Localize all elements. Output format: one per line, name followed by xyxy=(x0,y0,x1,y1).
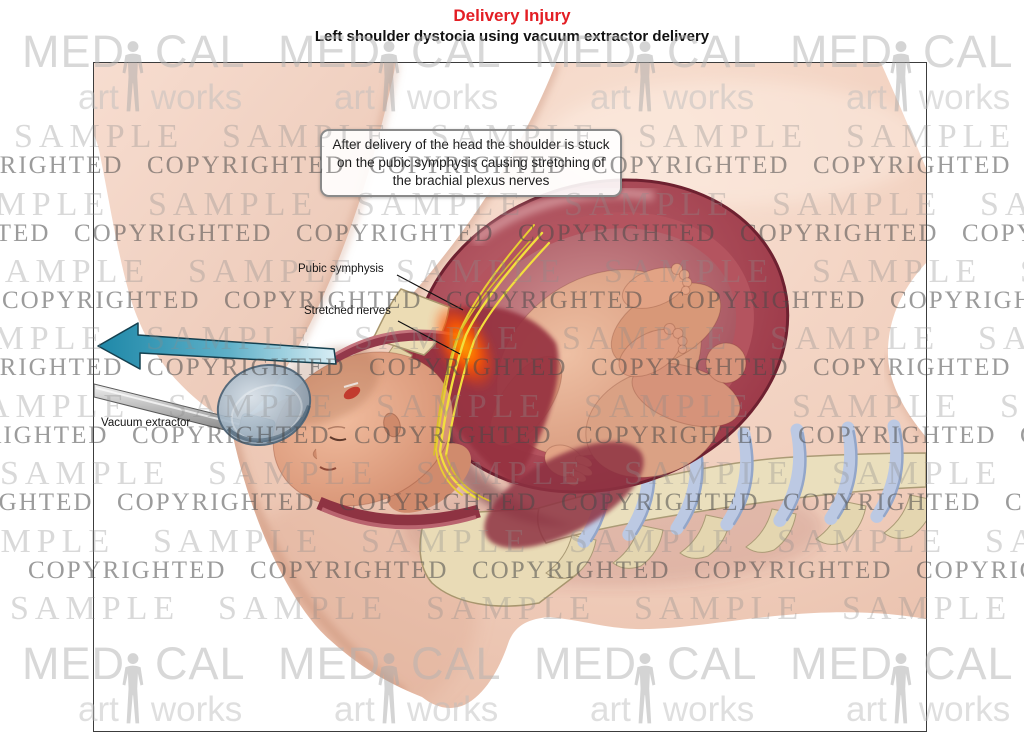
watermark-text: COPYRIGHTED xyxy=(1020,422,1024,450)
baby-leg xyxy=(631,362,741,428)
baby-foot xyxy=(621,263,693,309)
header: Delivery Injury Left shoulder dystocia u… xyxy=(0,6,1024,45)
scalp-laceration xyxy=(343,386,361,400)
traction-direction-arrow xyxy=(97,322,337,370)
watermark-text: SAMPLE xyxy=(985,523,1024,560)
watermark-text: COPYRIGHTED xyxy=(0,489,94,516)
illustration-frame: After delivery of the head the shoulder … xyxy=(93,62,927,732)
birth-canal xyxy=(394,306,559,485)
leader-lines xyxy=(396,274,464,355)
stretched-nerves-leader-line xyxy=(397,320,461,355)
lower-uterine-segment xyxy=(484,441,644,549)
suction-cup xyxy=(216,363,312,447)
baby-foot xyxy=(618,322,688,378)
label-pubic-symphysis: Pubic symphysis xyxy=(298,263,384,275)
watermark-text: COPYRIGHTED xyxy=(1005,489,1024,516)
label-stretched-nerves: Stretched nerves xyxy=(304,305,391,317)
watermark-text: SAMPLE xyxy=(980,186,1024,223)
medical-illustration xyxy=(94,63,926,708)
page-subtitle: Left shoulder dystocia using vacuum extr… xyxy=(314,28,710,45)
vacuum-extractor-device xyxy=(94,363,312,447)
watermark-text: SAMPLE xyxy=(978,320,1024,357)
note-box: After delivery of the head the shoulder … xyxy=(320,129,622,197)
baby-eye xyxy=(329,436,347,442)
watermark-text: SAMPLE xyxy=(0,320,109,357)
brachial-plexus-nerves xyxy=(433,224,551,502)
watermark-text: SAMPLE xyxy=(1000,388,1024,425)
baby-nose xyxy=(312,448,318,460)
page-title: Delivery Injury xyxy=(453,6,571,25)
watermark-text: COPYRIGHTED xyxy=(962,220,1024,247)
baby-head xyxy=(272,345,472,513)
pubic-symphysis-leader-line xyxy=(396,274,464,311)
baby-ear xyxy=(383,412,401,438)
baby-mouth xyxy=(319,466,337,471)
watermark-text: COPYRIGHTED xyxy=(0,220,51,247)
watermark-text: COPYRIGHTED xyxy=(916,557,1024,584)
label-vacuum-extractor: Vacuum extractor xyxy=(101,417,191,429)
watermark-text: SAMPLE xyxy=(1020,253,1024,291)
